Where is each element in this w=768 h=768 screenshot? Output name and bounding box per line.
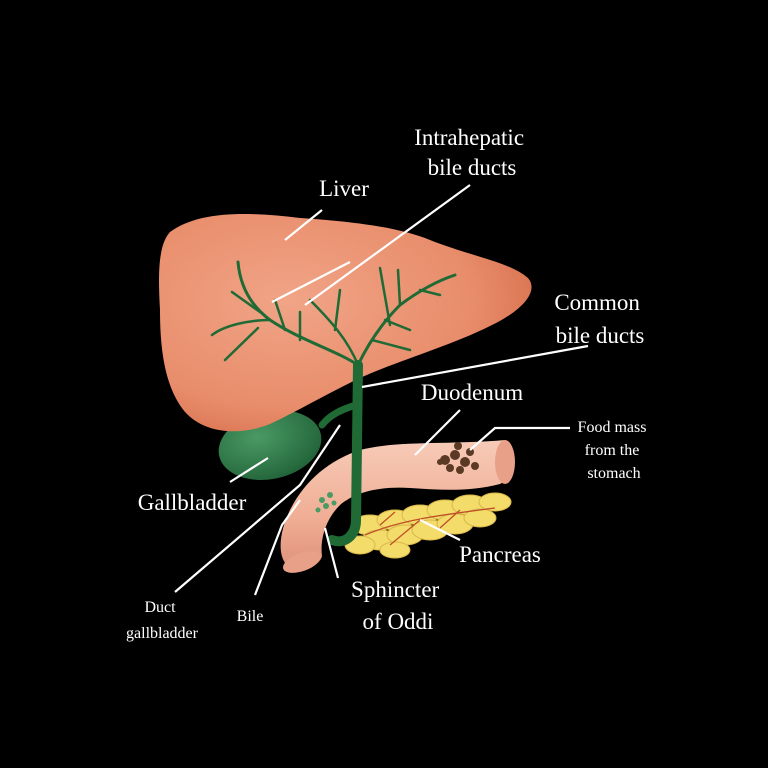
pancreatic-vessels (364, 507, 496, 546)
food-mass (437, 442, 479, 474)
label-duct-gallbladder: Duct gallbladder (126, 599, 199, 642)
duodenum (280, 440, 512, 569)
leader-lines (174, 184, 589, 596)
label-intrahepatic-bile-ducts: Intrahepatic bile ducts (414, 125, 530, 180)
label-food-mass: Food mass from the stomach (578, 419, 651, 482)
label-sphincter-of-oddi: Sphincter of Oddi (351, 577, 445, 634)
label-liver: Liver (319, 176, 369, 201)
bile-ducts (210, 260, 457, 547)
duodenum-start (282, 551, 322, 573)
liver (159, 213, 532, 432)
duodenum-end (495, 440, 515, 484)
label-pancreas: Pancreas (459, 542, 541, 567)
label-gallbladder: Gallbladder (138, 490, 247, 515)
label-duodenum: Duodenum (421, 380, 523, 405)
label-common-bile-ducts: Common bile ducts (554, 290, 645, 348)
label-bile: Bile (237, 608, 264, 625)
bile (315, 492, 337, 513)
